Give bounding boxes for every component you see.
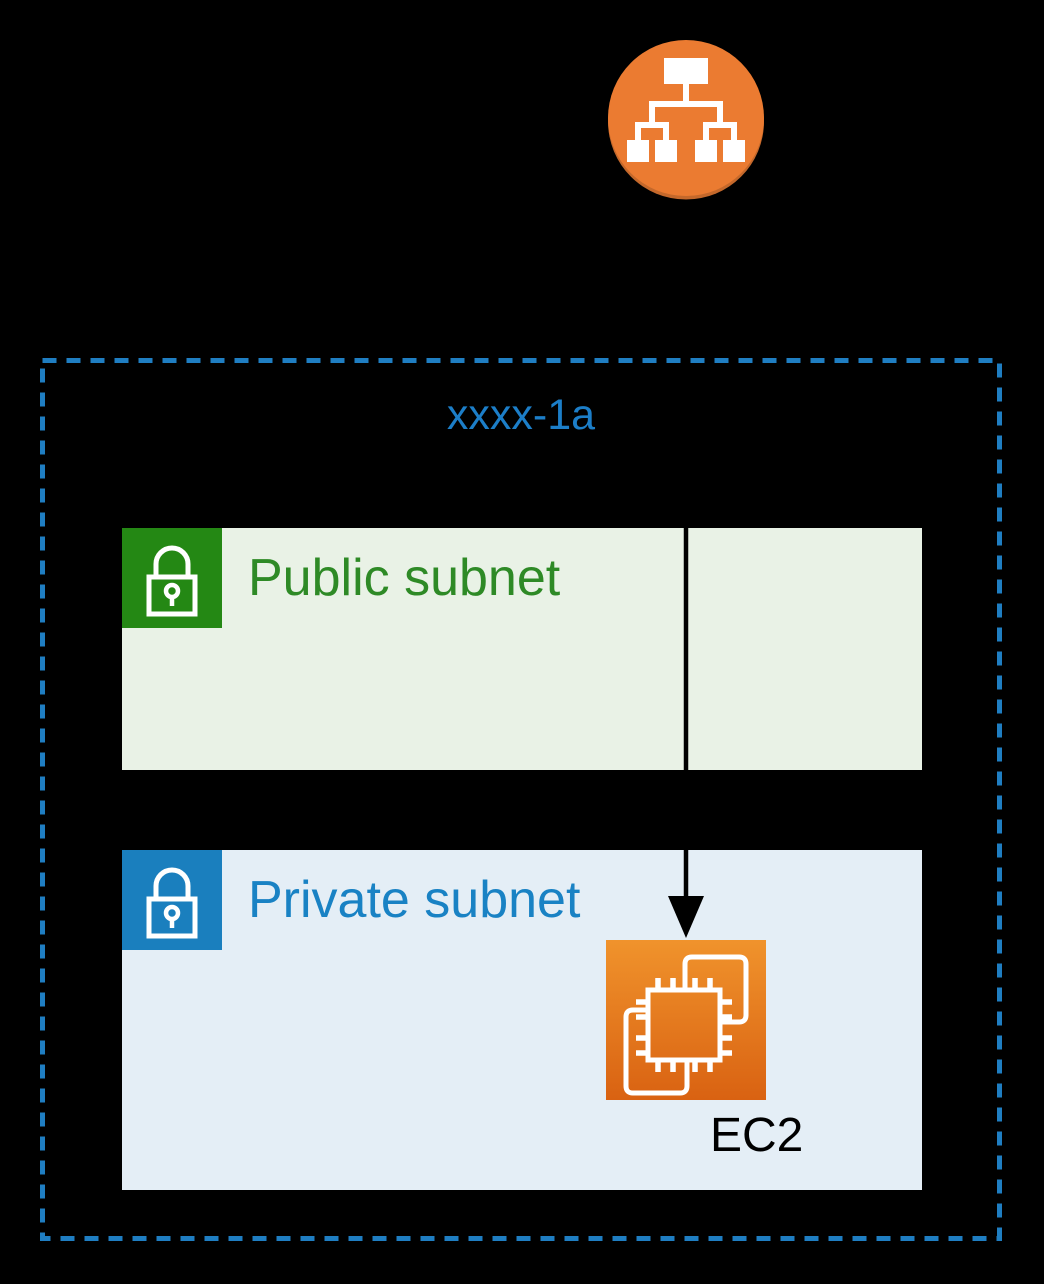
public-subnet-box: Public subnet [122, 528, 922, 770]
private-subnet-label: Private subnet [248, 871, 581, 929]
lock-icon [122, 528, 222, 628]
public-subnet-label: Public subnet [248, 549, 561, 607]
lock-glyph [146, 867, 198, 939]
elb-glyph [608, 40, 764, 200]
lock-icon [122, 850, 222, 950]
availability-zone-label: xxxx-1a [446, 391, 596, 439]
lock-glyph [146, 545, 198, 617]
ec2-label: EC2 [710, 1109, 804, 1162]
ec2-glyph [606, 940, 766, 1100]
private-subnet-box: Private subnet [122, 850, 922, 1190]
ec2-instance-icon [606, 940, 766, 1100]
elastic-load-balancing-icon [606, 40, 766, 200]
